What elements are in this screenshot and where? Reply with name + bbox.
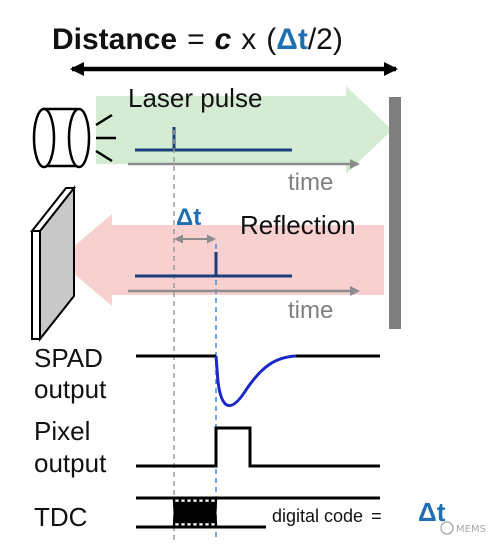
watermark: MEMS (440, 521, 486, 535)
digital-code-value: Δt (418, 497, 446, 527)
watermark-icon (440, 521, 454, 535)
delta-t-label: Δt (176, 204, 201, 231)
target-wall (389, 97, 401, 329)
tdc-oscillation (172, 497, 218, 528)
spad-response-curve (214, 354, 297, 408)
pixel-label-line1: Pixel (34, 416, 90, 446)
laser-pulse-label: Laser pulse (128, 83, 262, 113)
pixel-label-line2: output (34, 448, 107, 478)
digital-code-label: digital code= (272, 506, 382, 526)
sensor-panel-icon (29, 185, 77, 342)
pixel-output-pulse (136, 426, 380, 468)
tdc-label: TDC (34, 502, 87, 532)
time-label-top: time (288, 169, 333, 196)
reflection-beam-arrow (58, 214, 384, 306)
digital-code-box (266, 500, 434, 530)
laser-beam-arrow (96, 86, 392, 174)
spad-label-line2: output (34, 374, 107, 404)
laser-source-icon (32, 107, 116, 169)
reflection-label: Reflection (240, 210, 356, 240)
time-label-bottom: time (288, 297, 333, 324)
watermark-text: MEMS (456, 524, 486, 535)
spad-label-line1: SPAD (34, 343, 103, 373)
